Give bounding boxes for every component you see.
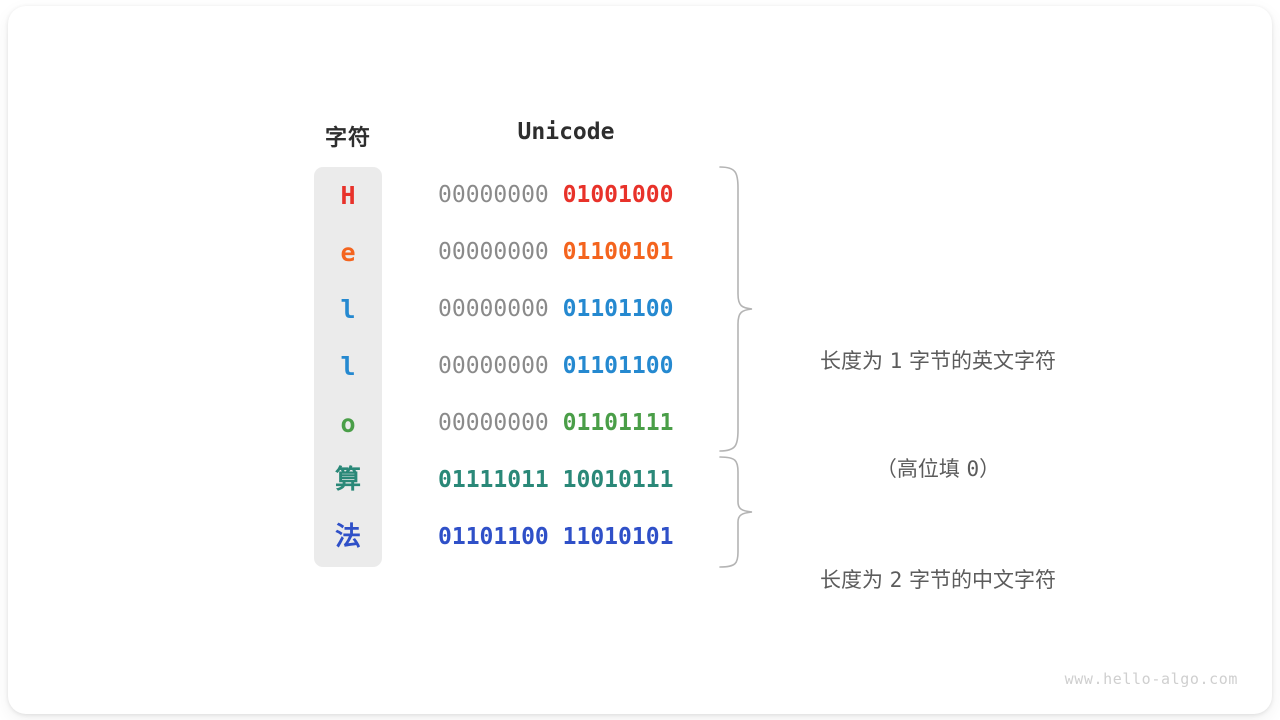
row-unicode-bits: 00000000 01100101 <box>438 224 700 281</box>
row-high-byte: 00000000 <box>438 410 549 436</box>
row-character: l <box>340 352 356 381</box>
row-character: e <box>340 238 356 267</box>
row-unicode-bits: 01111011 10010111 <box>438 452 700 509</box>
row-unicode-bits: 00000000 01001000 <box>438 167 700 224</box>
table-row: e 00000000 01100101 <box>314 224 714 281</box>
row-high-byte: 01101100 <box>438 524 549 550</box>
annotation-english-line1: 长度为 1 字节的英文字符 <box>768 343 1108 379</box>
annotation-english-line2: （高位填 0） <box>768 451 1108 487</box>
annotation-english-line1-prefix: 长度为 <box>819 349 890 373</box>
row-low-byte: 10010111 <box>562 467 674 493</box>
english-chars-brace <box>719 166 753 452</box>
row-character: 法 <box>334 522 361 552</box>
row-low-byte: 01101100 <box>562 353 674 379</box>
byte-separator <box>549 467 563 493</box>
row-character: l <box>340 295 356 324</box>
character-column-background <box>314 167 382 567</box>
annotation-chinese-line1: 长度为 2 字节的中文字符 <box>768 562 1108 598</box>
byte-separator <box>549 239 563 265</box>
column-header-unicode: Unicode <box>517 119 615 145</box>
table-row: l 00000000 01101100 <box>314 338 714 395</box>
annotation-chinese-byte-count: 2 <box>889 568 903 592</box>
annotation-chinese-chars: 长度为 2 字节的中文字符 <box>768 490 1108 670</box>
annotation-chinese-line1-prefix: 长度为 <box>819 568 890 592</box>
row-unicode-bits: 01101100 11010101 <box>438 509 700 566</box>
row-high-byte: 00000000 <box>438 353 549 379</box>
row-low-byte: 01101111 <box>562 410 674 436</box>
row-high-byte: 00000000 <box>438 296 549 322</box>
chinese-chars-brace <box>719 456 753 568</box>
byte-separator <box>549 182 563 208</box>
row-unicode-bits: 00000000 01101100 <box>438 338 700 395</box>
row-low-byte: 11010101 <box>562 524 674 550</box>
table-row: 算 01111011 10010111 <box>314 452 714 509</box>
annotation-english-line1-suffix: 字节的英文字符 <box>902 349 1057 373</box>
row-low-byte: 01100101 <box>562 239 674 265</box>
figure-card: 字符 Unicode H 00000000 01001000 e 00000000 0… <box>8 6 1272 714</box>
row-low-byte: 01001000 <box>562 182 674 208</box>
row-character: o <box>340 409 356 438</box>
row-low-byte: 01101100 <box>562 296 674 322</box>
annotation-english-chars: 长度为 1 字节的英文字符 （高位填 0） <box>768 271 1108 559</box>
annotation-chinese-line1-suffix: 字节的中文字符 <box>902 568 1057 592</box>
row-high-byte: 01111011 <box>438 467 549 493</box>
annotation-english-pad-value: 0 <box>966 457 980 481</box>
annotation-english-byte-count: 1 <box>889 349 903 373</box>
row-character: 算 <box>334 465 361 495</box>
row-unicode-bits: 00000000 01101111 <box>438 395 700 452</box>
byte-separator <box>549 524 563 550</box>
site-watermark: www.hello-algo.com <box>1064 670 1238 688</box>
row-character: H <box>340 181 356 210</box>
column-header-character: 字符 <box>324 126 371 151</box>
table-row: H 00000000 01001000 <box>314 167 714 224</box>
row-high-byte: 00000000 <box>438 239 549 265</box>
table-row: o 00000000 01101111 <box>314 395 714 452</box>
table-row: l 00000000 01101100 <box>314 281 714 338</box>
annotation-english-line2-prefix: （高位填 <box>875 457 967 481</box>
byte-separator <box>549 410 563 436</box>
byte-separator <box>549 296 563 322</box>
byte-separator <box>549 353 563 379</box>
table-row: 法 01101100 11010101 <box>314 509 714 566</box>
row-unicode-bits: 00000000 01101100 <box>438 281 700 338</box>
row-high-byte: 00000000 <box>438 182 549 208</box>
annotation-english-line2-suffix: ） <box>979 457 1001 481</box>
